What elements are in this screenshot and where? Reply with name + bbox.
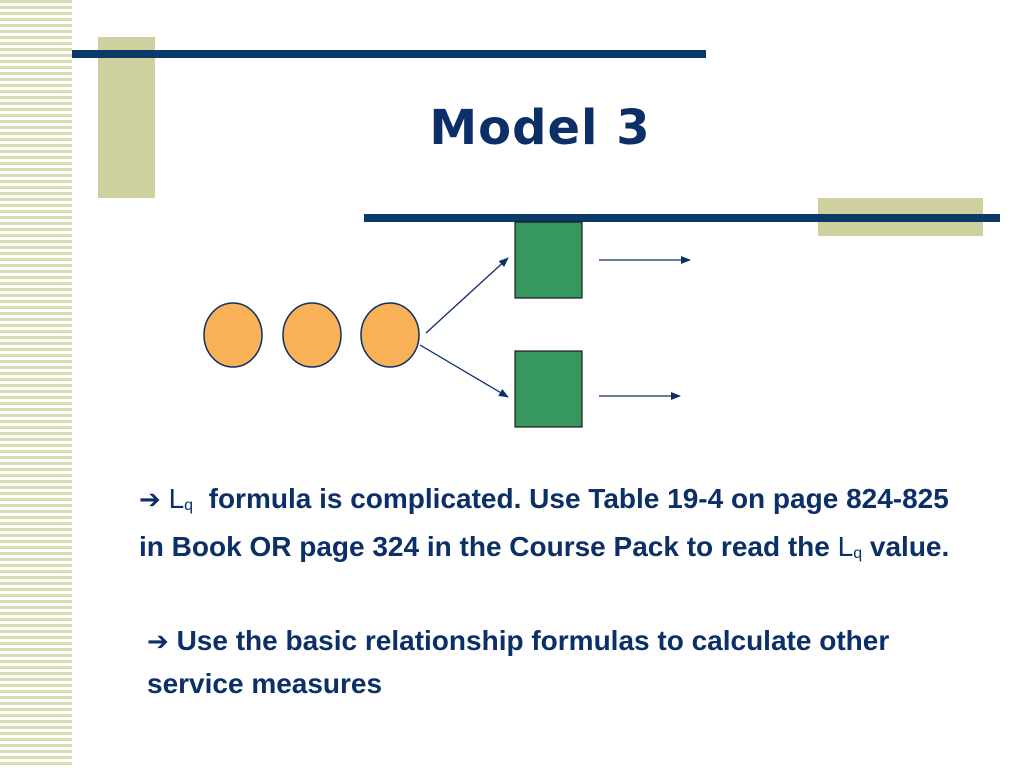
customers <box>203 302 420 368</box>
bullet-text: Use the basic relationship formulas to c… <box>147 625 890 699</box>
arrow-to-server-2 <box>419 344 509 398</box>
server-box-2 <box>514 350 583 428</box>
lq-symbol: Lq <box>837 531 863 562</box>
title-rule-top <box>72 50 706 58</box>
decorative-block-left <box>98 37 155 198</box>
arrow-bullet-icon: ➔ <box>139 485 161 515</box>
server-box-1 <box>514 221 583 299</box>
customer-circle <box>360 302 420 368</box>
customer-circle <box>203 302 263 368</box>
title-rule-bottom <box>364 214 1000 222</box>
bullet-relationship-formulas: ➔ Use the basic relationship formulas to… <box>147 620 967 704</box>
lq-symbol: Lq <box>168 483 194 514</box>
bullet-text: value. <box>869 531 950 562</box>
arrow-bullet-icon: ➔ <box>147 627 169 657</box>
bullet-text: formula is complicated. Use Table 19-4 o… <box>139 483 949 562</box>
decorative-stripes <box>0 0 72 768</box>
arrow-to-server-1 <box>425 257 509 334</box>
slide-title: Model 3 <box>429 100 651 156</box>
customer-circle <box>282 302 342 368</box>
bullet-lq-formula: ➔ Lq formula is complicated. Use Table 1… <box>139 478 959 574</box>
